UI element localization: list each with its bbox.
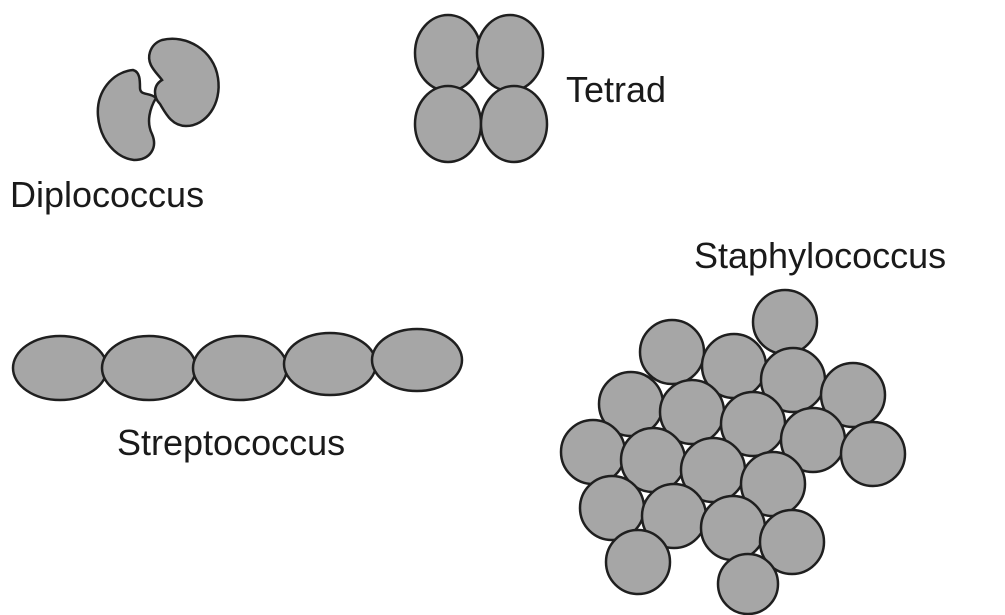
tetrad-cell: [481, 86, 547, 162]
staphylococcus-cell: [640, 320, 704, 384]
streptococcus-cell: [102, 336, 196, 400]
diplococcus-label: Diplococcus: [10, 174, 204, 215]
streptococcus-label: Streptococcus: [117, 422, 345, 463]
streptococcus-cell: [193, 336, 287, 400]
staphylococcus-cell: [561, 420, 625, 484]
tetrad-group: [415, 15, 547, 162]
tetrad-cell: [415, 15, 481, 91]
staphylococcus-cell: [718, 554, 778, 614]
tetrad-cell: [477, 15, 543, 91]
diplococcus-group: [98, 39, 219, 160]
streptococcus-chain: [13, 329, 462, 400]
staphylococcus-cell: [606, 530, 670, 594]
streptococcus-cell: [284, 333, 376, 395]
staphylococcus-cell: [841, 422, 905, 486]
diplococcus-cell-left: [98, 70, 156, 160]
streptococcus-cell: [13, 336, 107, 400]
tetrad-cell: [415, 86, 481, 162]
streptococcus-cell: [372, 329, 462, 391]
diplococcus-cell-right: [149, 39, 219, 126]
tetrad-label: Tetrad: [566, 69, 666, 110]
staphylococcus-cluster: [561, 290, 905, 614]
staphylococcus-cell: [753, 290, 817, 354]
staphylococcus-cell: [701, 496, 765, 560]
staphylococcus-label: Staphylococcus: [694, 235, 946, 276]
